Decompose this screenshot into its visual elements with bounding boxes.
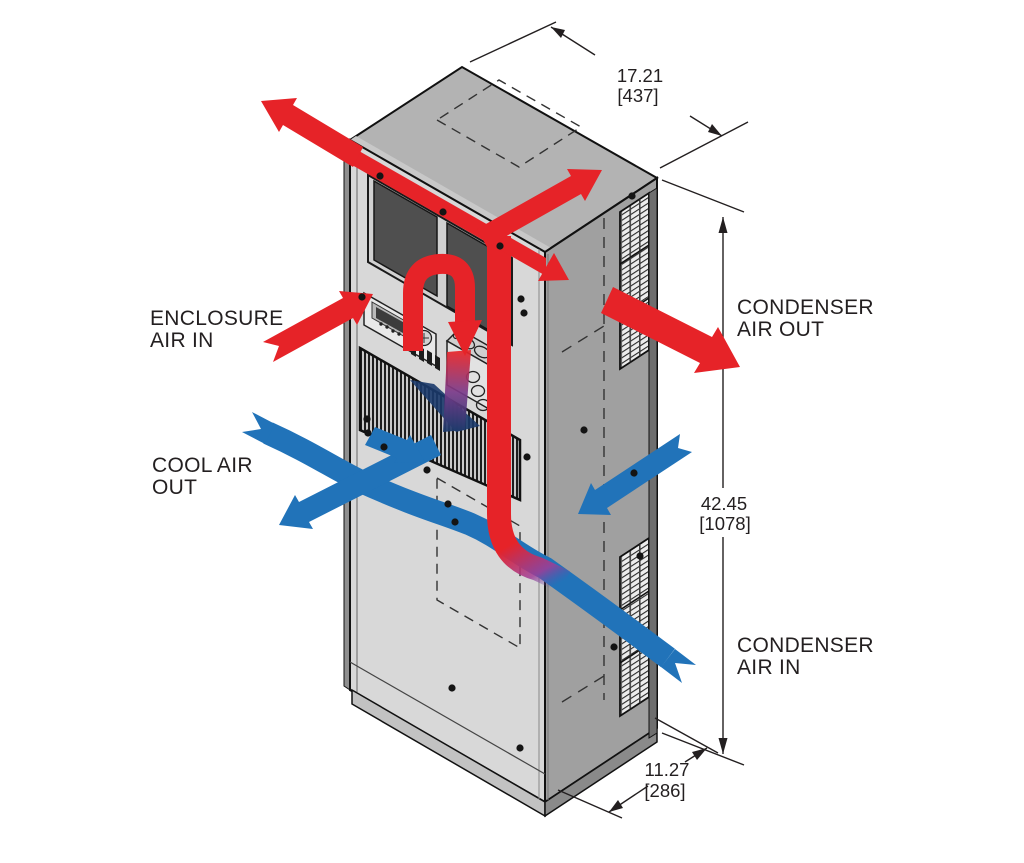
label-condenser-air-out-line1: CONDENSER xyxy=(737,296,874,319)
hot-air-out-top-face-arrow xyxy=(477,169,602,247)
dim-height-inches: 42.45 xyxy=(701,493,747,514)
ribbon-tail-right xyxy=(661,649,696,683)
cool-air-chevron-arrow xyxy=(365,427,425,463)
label-condenser-air-in-line1: CONDENSER xyxy=(737,634,874,657)
internal-loop-arrowhead xyxy=(448,320,482,356)
dimension-top-width xyxy=(469,21,749,169)
cool-air-louver-grille xyxy=(358,345,522,502)
dimension-depth xyxy=(557,717,719,819)
condenser-air-out-arrow xyxy=(601,287,740,373)
ribbon-tail-left xyxy=(242,412,275,444)
hot-air-out-top-left-arrow xyxy=(261,98,363,167)
internal-cooling-band xyxy=(443,350,471,432)
dim-height-mm: [1078] xyxy=(699,513,750,534)
label-enclosure-air-in-line1: ENCLOSURE xyxy=(150,307,283,330)
dim-depth-mm: [286] xyxy=(644,780,685,801)
label-condenser-air-in-line2: AIR IN xyxy=(737,656,801,679)
dim-top-width-inches: 17.21 xyxy=(617,65,663,86)
internal-loop-band xyxy=(403,253,475,351)
annotations: ENCLOSURE AIR IN COOL AIR OUT CONDENSER … xyxy=(150,65,874,801)
dim-top-width-mm: [437] xyxy=(617,85,658,106)
screws xyxy=(358,172,644,752)
cabinet-base-side xyxy=(544,726,658,818)
label-cool-air-out-line2: OUT xyxy=(152,476,197,499)
hot-airflow xyxy=(261,98,740,593)
condenser-out-louver xyxy=(619,191,650,371)
dimension-lines xyxy=(469,21,749,819)
label-cool-air-out-line1: COOL AIR xyxy=(152,454,253,477)
enclosure-air-in-arrow xyxy=(263,291,373,362)
condenser-air-ribbon xyxy=(263,422,675,668)
internal-hot-air-band xyxy=(487,236,571,593)
controller-display xyxy=(376,307,410,337)
label-enclosure-air-in-line2: AIR IN xyxy=(150,329,214,352)
dimension-height xyxy=(661,179,745,766)
label-condenser-air-out-line2: AIR OUT xyxy=(737,318,824,341)
dim-depth-inches: 11.27 xyxy=(645,759,690,780)
top-edge-band-arrowhead xyxy=(538,253,569,281)
